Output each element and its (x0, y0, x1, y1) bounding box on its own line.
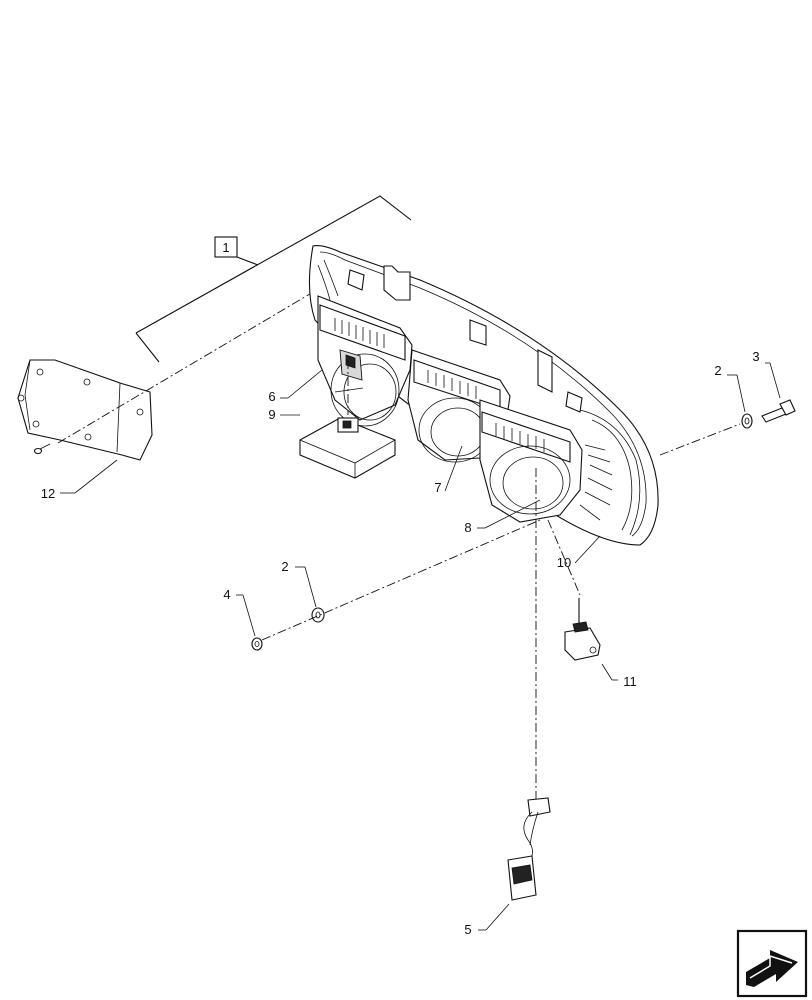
bolt-and-washer-right (741, 399, 796, 429)
dash-nut-to-housing (261, 519, 541, 641)
dash-bolt-to-housing (659, 423, 741, 456)
leader-lines (236, 362, 781, 637)
bulb (564, 598, 618, 681)
wiring-harness (478, 797, 551, 931)
callout-2-right: 2 (714, 363, 721, 378)
callout-5: 5 (464, 922, 471, 937)
callout-12: 12 (41, 486, 55, 501)
light-housing (308, 245, 659, 546)
lamp-unit-8 (479, 399, 613, 523)
assembly-bracket (135, 195, 412, 363)
lamp-unit-6 (317, 295, 413, 427)
arrow-next-icon[interactable] (736, 929, 808, 998)
callout-6: 6 (268, 389, 275, 404)
callout-9: 9 (268, 407, 275, 422)
dash-housing-to-bulb (547, 519, 581, 596)
callout-labels: 1 2 3 2 4 5 6 7 8 9 10 11 12 (41, 240, 760, 937)
callout-10: 10 (557, 555, 571, 570)
callout-11: 11 (623, 674, 637, 689)
callout-1: 1 (222, 240, 229, 255)
screw-icon (33, 443, 51, 455)
mounting-bracket (17, 359, 153, 494)
callout-2-left: 2 (281, 559, 288, 574)
callout-7: 7 (434, 480, 441, 495)
callout-8: 8 (464, 520, 471, 535)
callout-3: 3 (752, 349, 759, 364)
control-module (299, 387, 396, 479)
callout-4: 4 (223, 587, 230, 602)
nut-and-washer-left (251, 607, 325, 651)
